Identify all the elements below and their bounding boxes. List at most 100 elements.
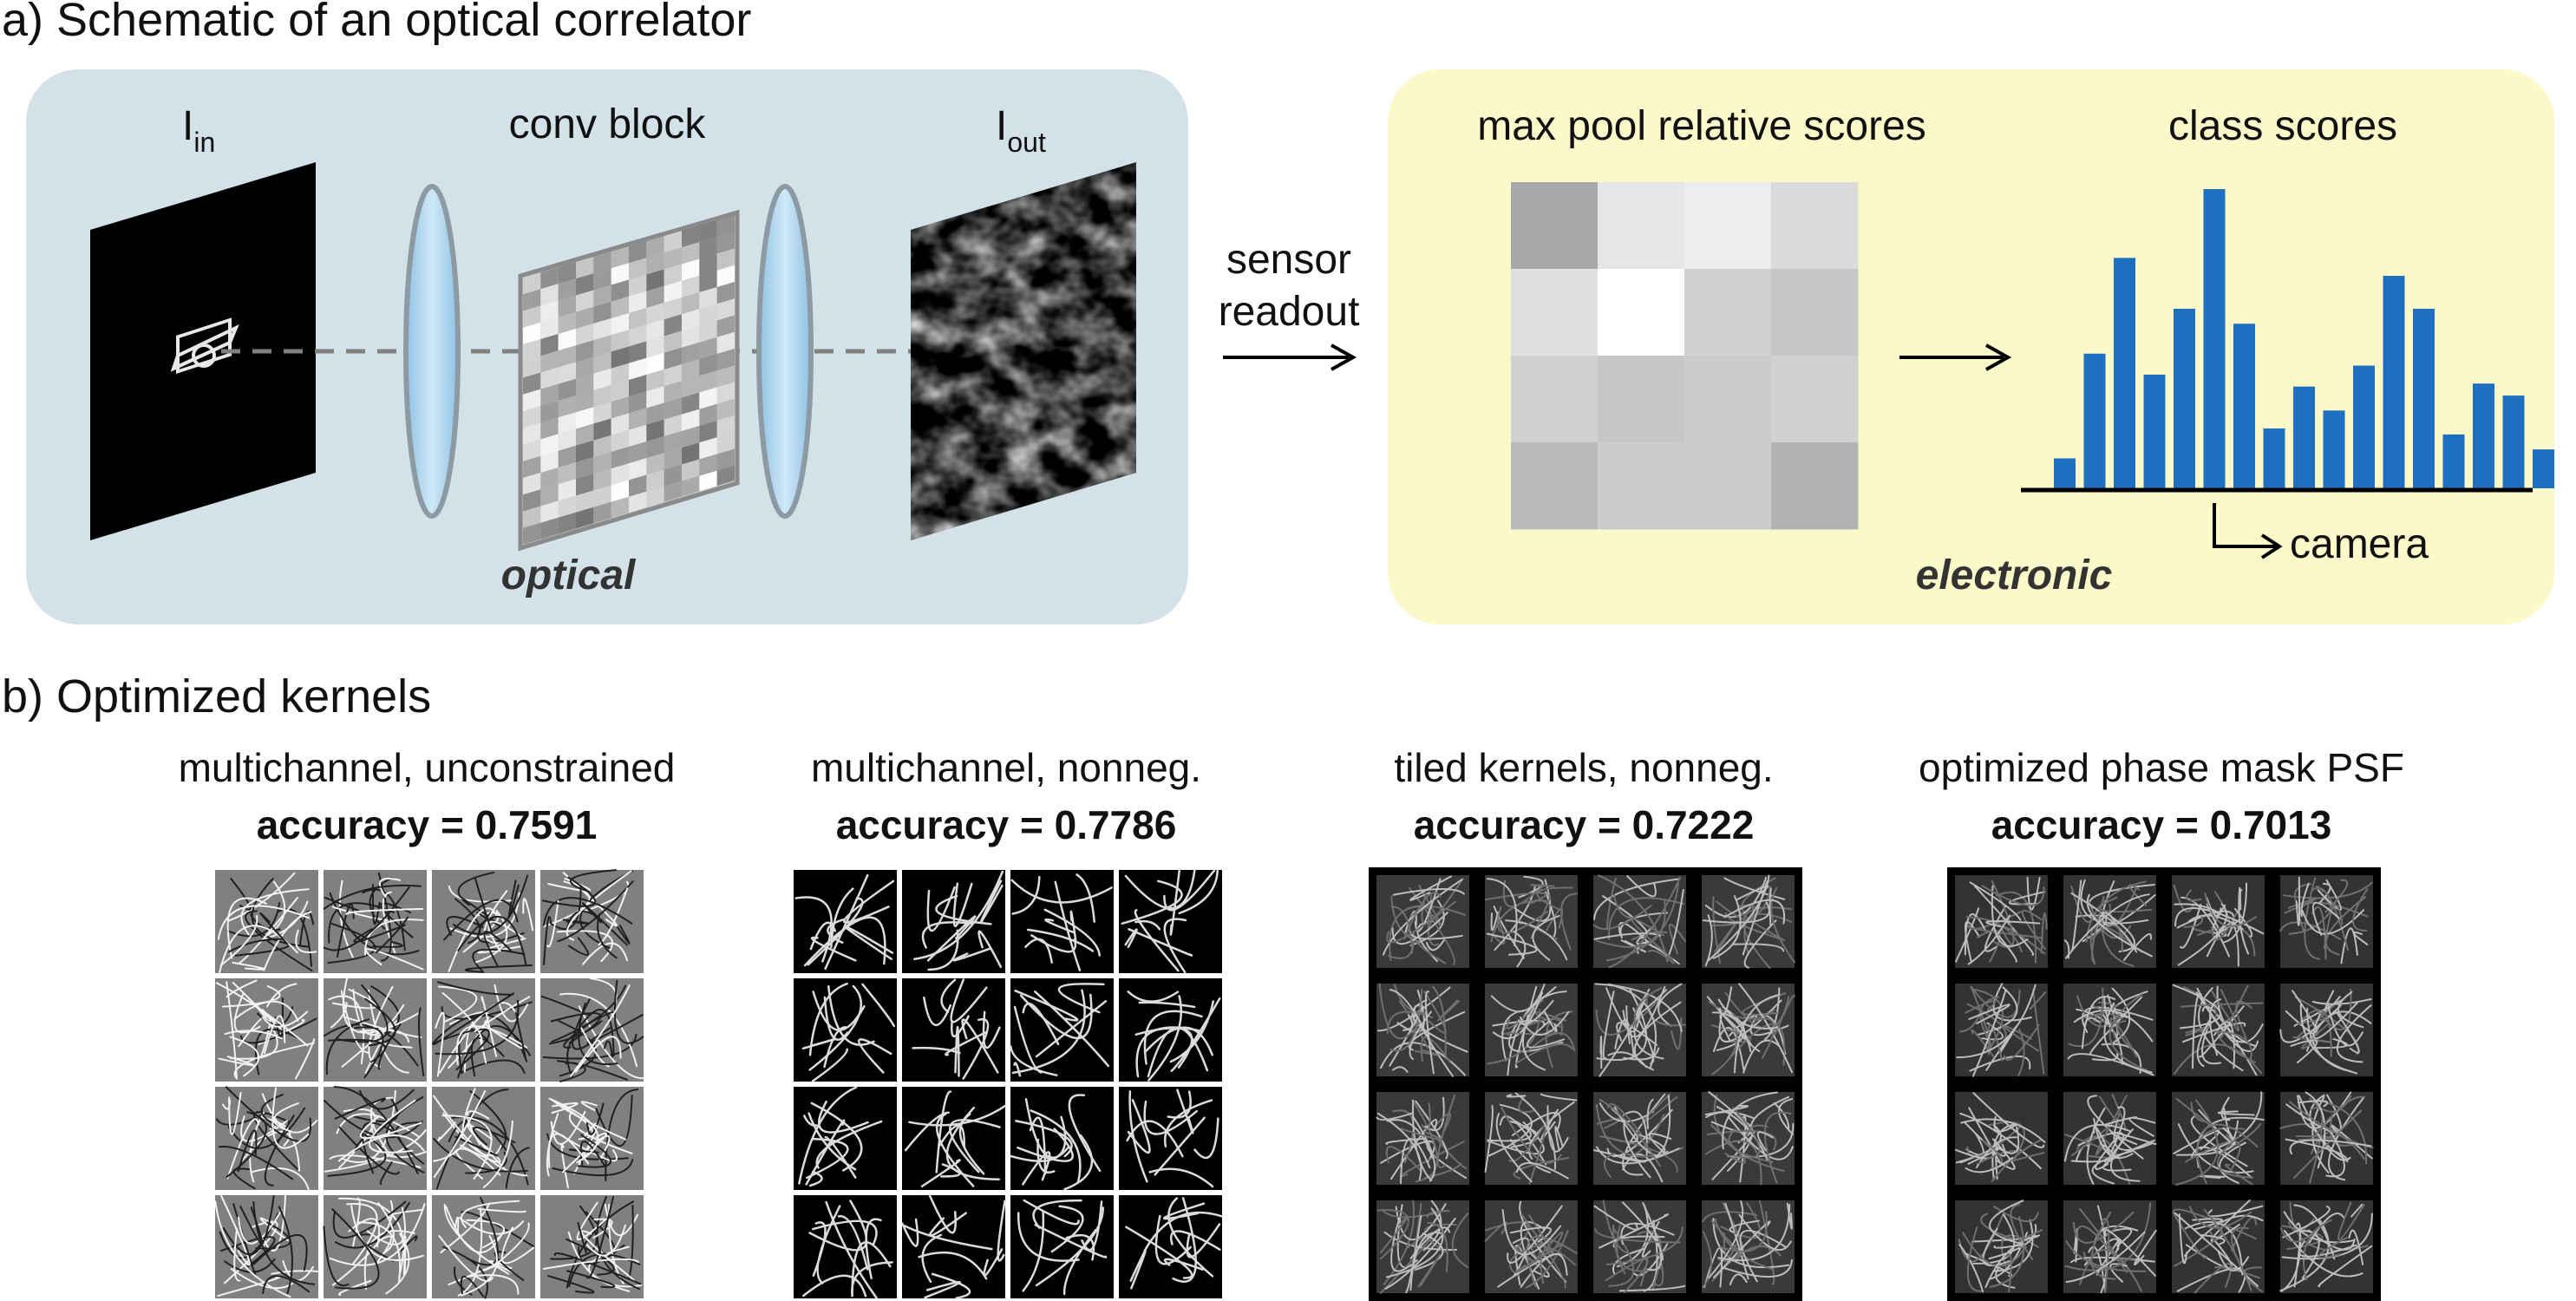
kernel-stroke: [1648, 1133, 1672, 1155]
kernel-stroke: [1409, 1226, 1451, 1259]
kernel-stroke: [353, 924, 406, 943]
kernel-stroke: [2006, 1253, 2012, 1293]
kernel-stroke: [449, 892, 520, 938]
output-speckle: [911, 162, 1136, 540]
kernel-stroke: [1546, 1105, 1569, 1153]
conv-patch: [682, 292, 700, 315]
conv-patch: [611, 246, 629, 269]
conv-patch: [611, 263, 629, 285]
kernel-stroke: [342, 977, 421, 1034]
kernel-stroke: [983, 1248, 1004, 1277]
kernel-stroke: [1143, 1211, 1223, 1252]
kernel-stroke: [1026, 928, 1095, 952]
kernel-stroke: [2314, 1095, 2366, 1136]
kernel-stroke: [239, 1206, 264, 1245]
kernel-stroke: [2010, 1203, 2034, 1261]
kernel-stroke: [1702, 1211, 1758, 1223]
kernel-stroke: [472, 1126, 516, 1146]
kernel-stroke: [1554, 1126, 1564, 1150]
conv-patch: [593, 468, 611, 491]
kernel-stroke: [806, 1137, 849, 1180]
kernel-stroke: [923, 996, 952, 1026]
kernel-stroke: [1745, 1124, 1769, 1137]
kernel-stroke: [1128, 1090, 1148, 1183]
kernel-stroke: [614, 979, 644, 1044]
kernel-stroke: [1163, 1202, 1206, 1220]
kernel-stroke: [221, 984, 281, 1008]
kernel-stroke: [1608, 876, 1682, 969]
conv-patch: [682, 426, 700, 448]
kernel-stroke: [1717, 998, 1779, 1030]
conv-patch: [593, 402, 611, 424]
kernel-stroke: [2178, 1213, 2188, 1265]
kernel-tile: [2280, 875, 2373, 968]
kernel-stroke: [1496, 905, 1548, 934]
kernel-stroke: [1713, 920, 1739, 953]
kernel-stroke: [596, 1195, 640, 1291]
kernel-stroke: [1437, 999, 1461, 1022]
kernel-stroke: [950, 1015, 970, 1038]
kernel-stroke: [1493, 905, 1525, 959]
kernel-stroke: [1069, 910, 1077, 941]
kernel-stroke: [1599, 1102, 1655, 1122]
kernel-stroke: [455, 1025, 528, 1066]
conv-patch: [716, 448, 735, 471]
kernel-stroke: [1486, 932, 1538, 956]
conv-patch: [593, 418, 611, 441]
conv-patch: [576, 257, 594, 279]
kernel-stroke: [912, 870, 1004, 960]
kernel-stroke: [1987, 1023, 2004, 1062]
kernel-stroke: [2200, 1233, 2226, 1245]
class-score-bar: [2473, 383, 2494, 488]
kernel-stroke: [1965, 1000, 1997, 1014]
kernel-stroke: [926, 915, 977, 962]
conv-patch: [540, 500, 559, 523]
kernel-stroke: [2065, 1231, 2146, 1284]
kernel-stroke: [1507, 1205, 1563, 1264]
kernel-stroke: [2324, 896, 2367, 956]
kernel-stroke: [1386, 900, 1456, 944]
conv-block-texture: [523, 215, 735, 545]
conv-patch: [540, 350, 559, 373]
kernel-stroke: [2109, 993, 2148, 1072]
kernel-stroke: [1386, 1010, 1434, 1035]
maxpool-cell: [1771, 442, 1859, 530]
kernel-stroke: [1592, 905, 1652, 930]
conv-patch: [593, 452, 611, 474]
conv-patch: [646, 386, 664, 409]
conv-patch: [576, 440, 594, 462]
kernel-stroke: [1022, 1210, 1045, 1292]
kernel-stroke: [816, 1205, 841, 1285]
conv-patch: [629, 308, 647, 330]
kernel-stroke: [1754, 1017, 1775, 1059]
class-scores-label: class scores: [2167, 103, 2398, 149]
kernel-stroke: [364, 948, 424, 971]
class-score-bar: [2293, 386, 2315, 488]
kernel-stroke: [982, 1010, 1001, 1049]
kernel-stroke: [1778, 1098, 1794, 1135]
kernel-stroke: [1421, 1102, 1431, 1131]
kernel-stroke: [437, 985, 478, 1023]
kernel-stroke: [1384, 1217, 1456, 1290]
kernel-tile: [1010, 870, 1114, 973]
kernel-stroke: [1540, 1231, 1564, 1257]
conv-patch: [576, 340, 594, 363]
kernel-stroke: [446, 916, 484, 937]
kernel-stroke: [577, 1134, 611, 1168]
lens-2: [756, 184, 814, 519]
kernel-stroke: [1604, 1153, 1616, 1179]
sensor-readout-line2: readout: [1218, 289, 1360, 335]
kernel-stroke: [1742, 1039, 1780, 1074]
conv-patch: [716, 365, 735, 388]
kernel-stroke: [356, 1221, 402, 1284]
kernel-stroke: [461, 1059, 526, 1074]
kernel-stroke: [2177, 1123, 2254, 1174]
conv-patch: [558, 396, 576, 418]
kernel-stroke: [233, 1042, 315, 1080]
kernel-stroke: [1994, 1219, 2034, 1272]
kernel-stroke: [387, 1208, 424, 1219]
kernel-stroke: [547, 1275, 595, 1294]
kernel-stroke: [477, 1207, 526, 1213]
kernel-stroke: [1738, 983, 1794, 1074]
kernel-stroke: [461, 1200, 520, 1228]
